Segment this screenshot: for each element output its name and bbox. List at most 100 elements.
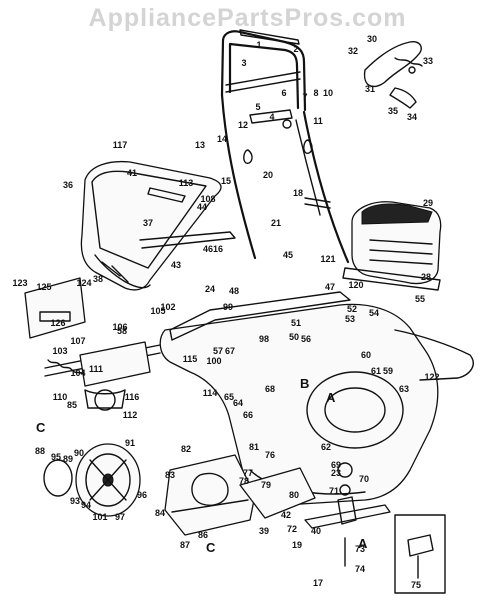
- callout-55: 55: [415, 294, 425, 304]
- callout-60: 60: [361, 350, 371, 360]
- callout-122: 122: [424, 372, 439, 382]
- deck-chamber-inner: [324, 387, 386, 433]
- callout-28: 28: [421, 272, 431, 282]
- callout-83: 83: [165, 470, 175, 480]
- callout-1: 1: [256, 40, 261, 50]
- control-nut: [408, 66, 416, 74]
- callout-125: 125: [36, 282, 51, 292]
- callout-85: 85: [67, 400, 77, 410]
- callout-86: 86: [198, 530, 208, 540]
- inset-detail: [394, 514, 446, 594]
- callout-94: 94: [81, 500, 91, 510]
- callout-42: 42: [281, 510, 291, 520]
- callout-90: 90: [74, 448, 84, 458]
- callout-53: 53: [345, 314, 355, 324]
- callout-77: 77: [243, 468, 253, 478]
- callout-113: 113: [179, 178, 194, 188]
- height-adjuster: [44, 341, 161, 411]
- rear-wheel: [43, 443, 141, 517]
- callout-115: 115: [183, 354, 198, 364]
- callout-38: 38: [93, 274, 103, 284]
- cable-lower: [295, 119, 321, 216]
- mounting-plate: [24, 277, 86, 339]
- callout-123: 123: [12, 278, 27, 288]
- callout-35: 35: [388, 106, 398, 116]
- control-bracket: [363, 40, 422, 88]
- mower-deck: [159, 291, 474, 506]
- axle-housing: [79, 341, 151, 387]
- callout-37: 37: [143, 218, 153, 228]
- callout-70: 70: [359, 474, 369, 484]
- callout-20: 20: [263, 170, 273, 180]
- callout-34: 34: [407, 112, 417, 122]
- callout-13: 13: [195, 140, 205, 150]
- callout-46: 46: [203, 244, 213, 254]
- handle-assembly: [220, 29, 350, 264]
- callout-82: 82: [181, 444, 191, 454]
- callout-29: 29: [423, 198, 433, 208]
- callout-40: 40: [311, 526, 321, 536]
- lower-handle-right: [302, 110, 350, 264]
- callout-4: 4: [269, 112, 274, 122]
- callout-73: 73: [355, 544, 365, 554]
- callout-87: 87: [180, 540, 190, 550]
- callout-12: 12: [238, 120, 248, 130]
- engine-shroud-top: [361, 203, 433, 225]
- callout-67: 67: [225, 346, 235, 356]
- callout-99: 99: [223, 302, 233, 312]
- control-lever: [389, 87, 417, 109]
- callout-72: 72: [287, 524, 297, 534]
- callout-5: 5: [255, 102, 260, 112]
- callout-116: 116: [125, 392, 140, 402]
- callout-95: 95: [51, 452, 61, 462]
- callout-48: 48: [229, 286, 239, 296]
- callout-75: 75: [411, 580, 421, 590]
- callout-3: 3: [241, 58, 246, 68]
- plate: [24, 277, 86, 339]
- engine-base: [342, 267, 441, 291]
- callout-64: 64: [233, 398, 243, 408]
- control-spring: [394, 57, 423, 67]
- callout-124: 124: [76, 278, 91, 288]
- bag-cloth: [94, 254, 151, 289]
- axle-spring: [47, 359, 85, 376]
- handle-crossbar: [249, 109, 293, 124]
- view-marker-c: C: [36, 420, 46, 435]
- callout-106: 106: [112, 322, 127, 332]
- callout-61: 61: [371, 366, 381, 376]
- callout-21: 21: [271, 218, 281, 228]
- view-marker-a: A: [326, 390, 336, 405]
- callout-104: 104: [70, 368, 85, 378]
- callout-88: 88: [35, 446, 45, 456]
- callout-63: 63: [399, 384, 409, 394]
- handle-knob-left: [243, 149, 253, 164]
- view-marker-c: C: [206, 540, 216, 555]
- callout-57: 57: [213, 346, 223, 356]
- callout-56: 56: [301, 334, 311, 344]
- drive-assembly: [164, 454, 316, 536]
- bag-handle: [147, 187, 186, 203]
- callout-14: 14: [217, 134, 227, 144]
- callout-84: 84: [155, 508, 165, 518]
- handle-bolt: [304, 197, 331, 209]
- callout-126: 126: [50, 318, 65, 328]
- callout-31: 31: [365, 84, 375, 94]
- inset-frame: [394, 514, 446, 594]
- callout-89: 89: [63, 454, 73, 464]
- view-marker-b: B: [300, 376, 309, 391]
- handle-knob-right: [303, 139, 313, 154]
- callout-91: 91: [125, 438, 135, 448]
- drive-housing: [164, 454, 256, 536]
- callout-96: 96: [137, 490, 147, 500]
- callout-50: 50: [289, 332, 299, 342]
- inset-part: [407, 534, 434, 579]
- callout-68: 68: [265, 384, 275, 394]
- callout-32: 32: [348, 46, 358, 56]
- handle-pivot: [282, 119, 292, 129]
- callout-45: 45: [283, 250, 293, 260]
- callout-114: 114: [203, 388, 218, 398]
- callout-98: 98: [259, 334, 269, 344]
